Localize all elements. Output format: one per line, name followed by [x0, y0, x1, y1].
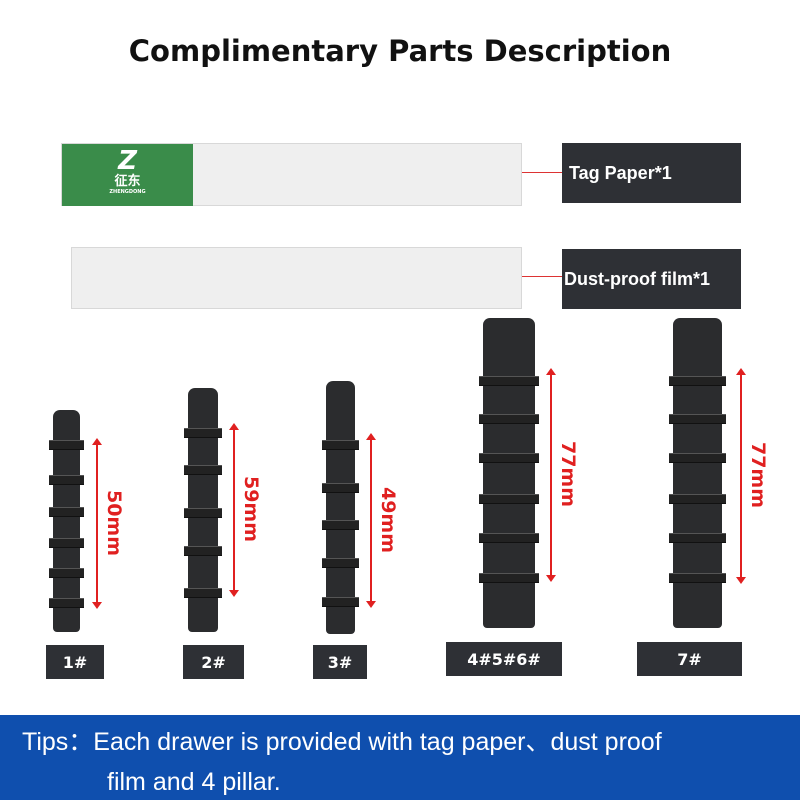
pillar-rib	[49, 568, 84, 578]
pillar-size-label: 1#	[46, 645, 104, 679]
dimension-arrow	[736, 368, 746, 584]
leader-line	[522, 276, 562, 277]
pillar-rib	[669, 453, 726, 463]
pillar-rib	[322, 558, 359, 568]
tag-paper-strip: Z 征东 ZHENGDONG	[61, 143, 522, 206]
brand-logo: Z 征东 ZHENGDONG	[62, 144, 193, 206]
pillar-size-label: 2#	[183, 645, 244, 679]
pillar	[322, 381, 359, 634]
pillar-rib	[322, 597, 359, 607]
logo-text: 征东	[114, 174, 141, 189]
pillar-rib	[479, 376, 539, 386]
pillar-size-label: 3#	[313, 645, 367, 679]
pillar-rib	[49, 598, 84, 608]
pillar-size-label: 4#5#6#	[446, 642, 562, 676]
logo-subtext: ZHENGDONG	[109, 189, 146, 195]
pillar-rib	[184, 428, 222, 438]
pillar	[184, 388, 222, 632]
tips-banner: Tips：Each drawer is provided with tag pa…	[0, 715, 800, 800]
dust-film-strip	[71, 247, 522, 309]
tips-line-2: film and 4 pillar.	[107, 768, 281, 796]
leader-line	[522, 172, 562, 173]
dimension-arrow	[366, 433, 376, 608]
pillar-rib	[322, 440, 359, 450]
tips-line-1: Tips：Each drawer is provided with tag pa…	[22, 728, 662, 756]
pillar-rib	[669, 414, 726, 424]
dimension-label: 59mm	[240, 475, 262, 543]
pillar-rib	[49, 507, 84, 517]
pillar-rib	[479, 533, 539, 543]
pillar	[479, 318, 539, 628]
dimension-label: 77mm	[557, 440, 579, 508]
pillar-rib	[669, 573, 726, 583]
pillar-rib	[184, 546, 222, 556]
pillar-rib	[479, 414, 539, 424]
pillar-rib	[669, 376, 726, 386]
pillar-rib	[184, 465, 222, 475]
pillar-rib	[49, 475, 84, 485]
pillar-rib	[49, 538, 84, 548]
dimension-arrow	[92, 438, 102, 609]
pillar-size-label: 7#	[637, 642, 742, 676]
dimension-label: 49mm	[377, 486, 399, 553]
page-title: Complimentary Parts Description	[128, 34, 672, 68]
pillar-rib	[49, 440, 84, 450]
pillar	[49, 410, 84, 632]
pillar-rib	[184, 588, 222, 598]
dimension-arrow	[229, 423, 239, 597]
z-logo-icon: Z	[118, 146, 137, 176]
pillar-rib	[479, 494, 539, 504]
pillar-rib	[184, 508, 222, 518]
pillar-rib	[669, 494, 726, 504]
dimension-arrow	[546, 368, 556, 582]
pillar-rib	[322, 520, 359, 530]
pillar-rib	[479, 573, 539, 583]
dust-film-label: Dust-proof film*1	[562, 249, 741, 309]
pillar-rib	[479, 453, 539, 463]
dimension-label: 50mm	[103, 489, 125, 556]
pillar-rib	[322, 483, 359, 493]
dimension-label: 77mm	[747, 441, 769, 509]
tag-paper-label: Tag Paper*1	[562, 143, 741, 203]
pillar	[669, 318, 726, 628]
pillar-rib	[669, 533, 726, 543]
